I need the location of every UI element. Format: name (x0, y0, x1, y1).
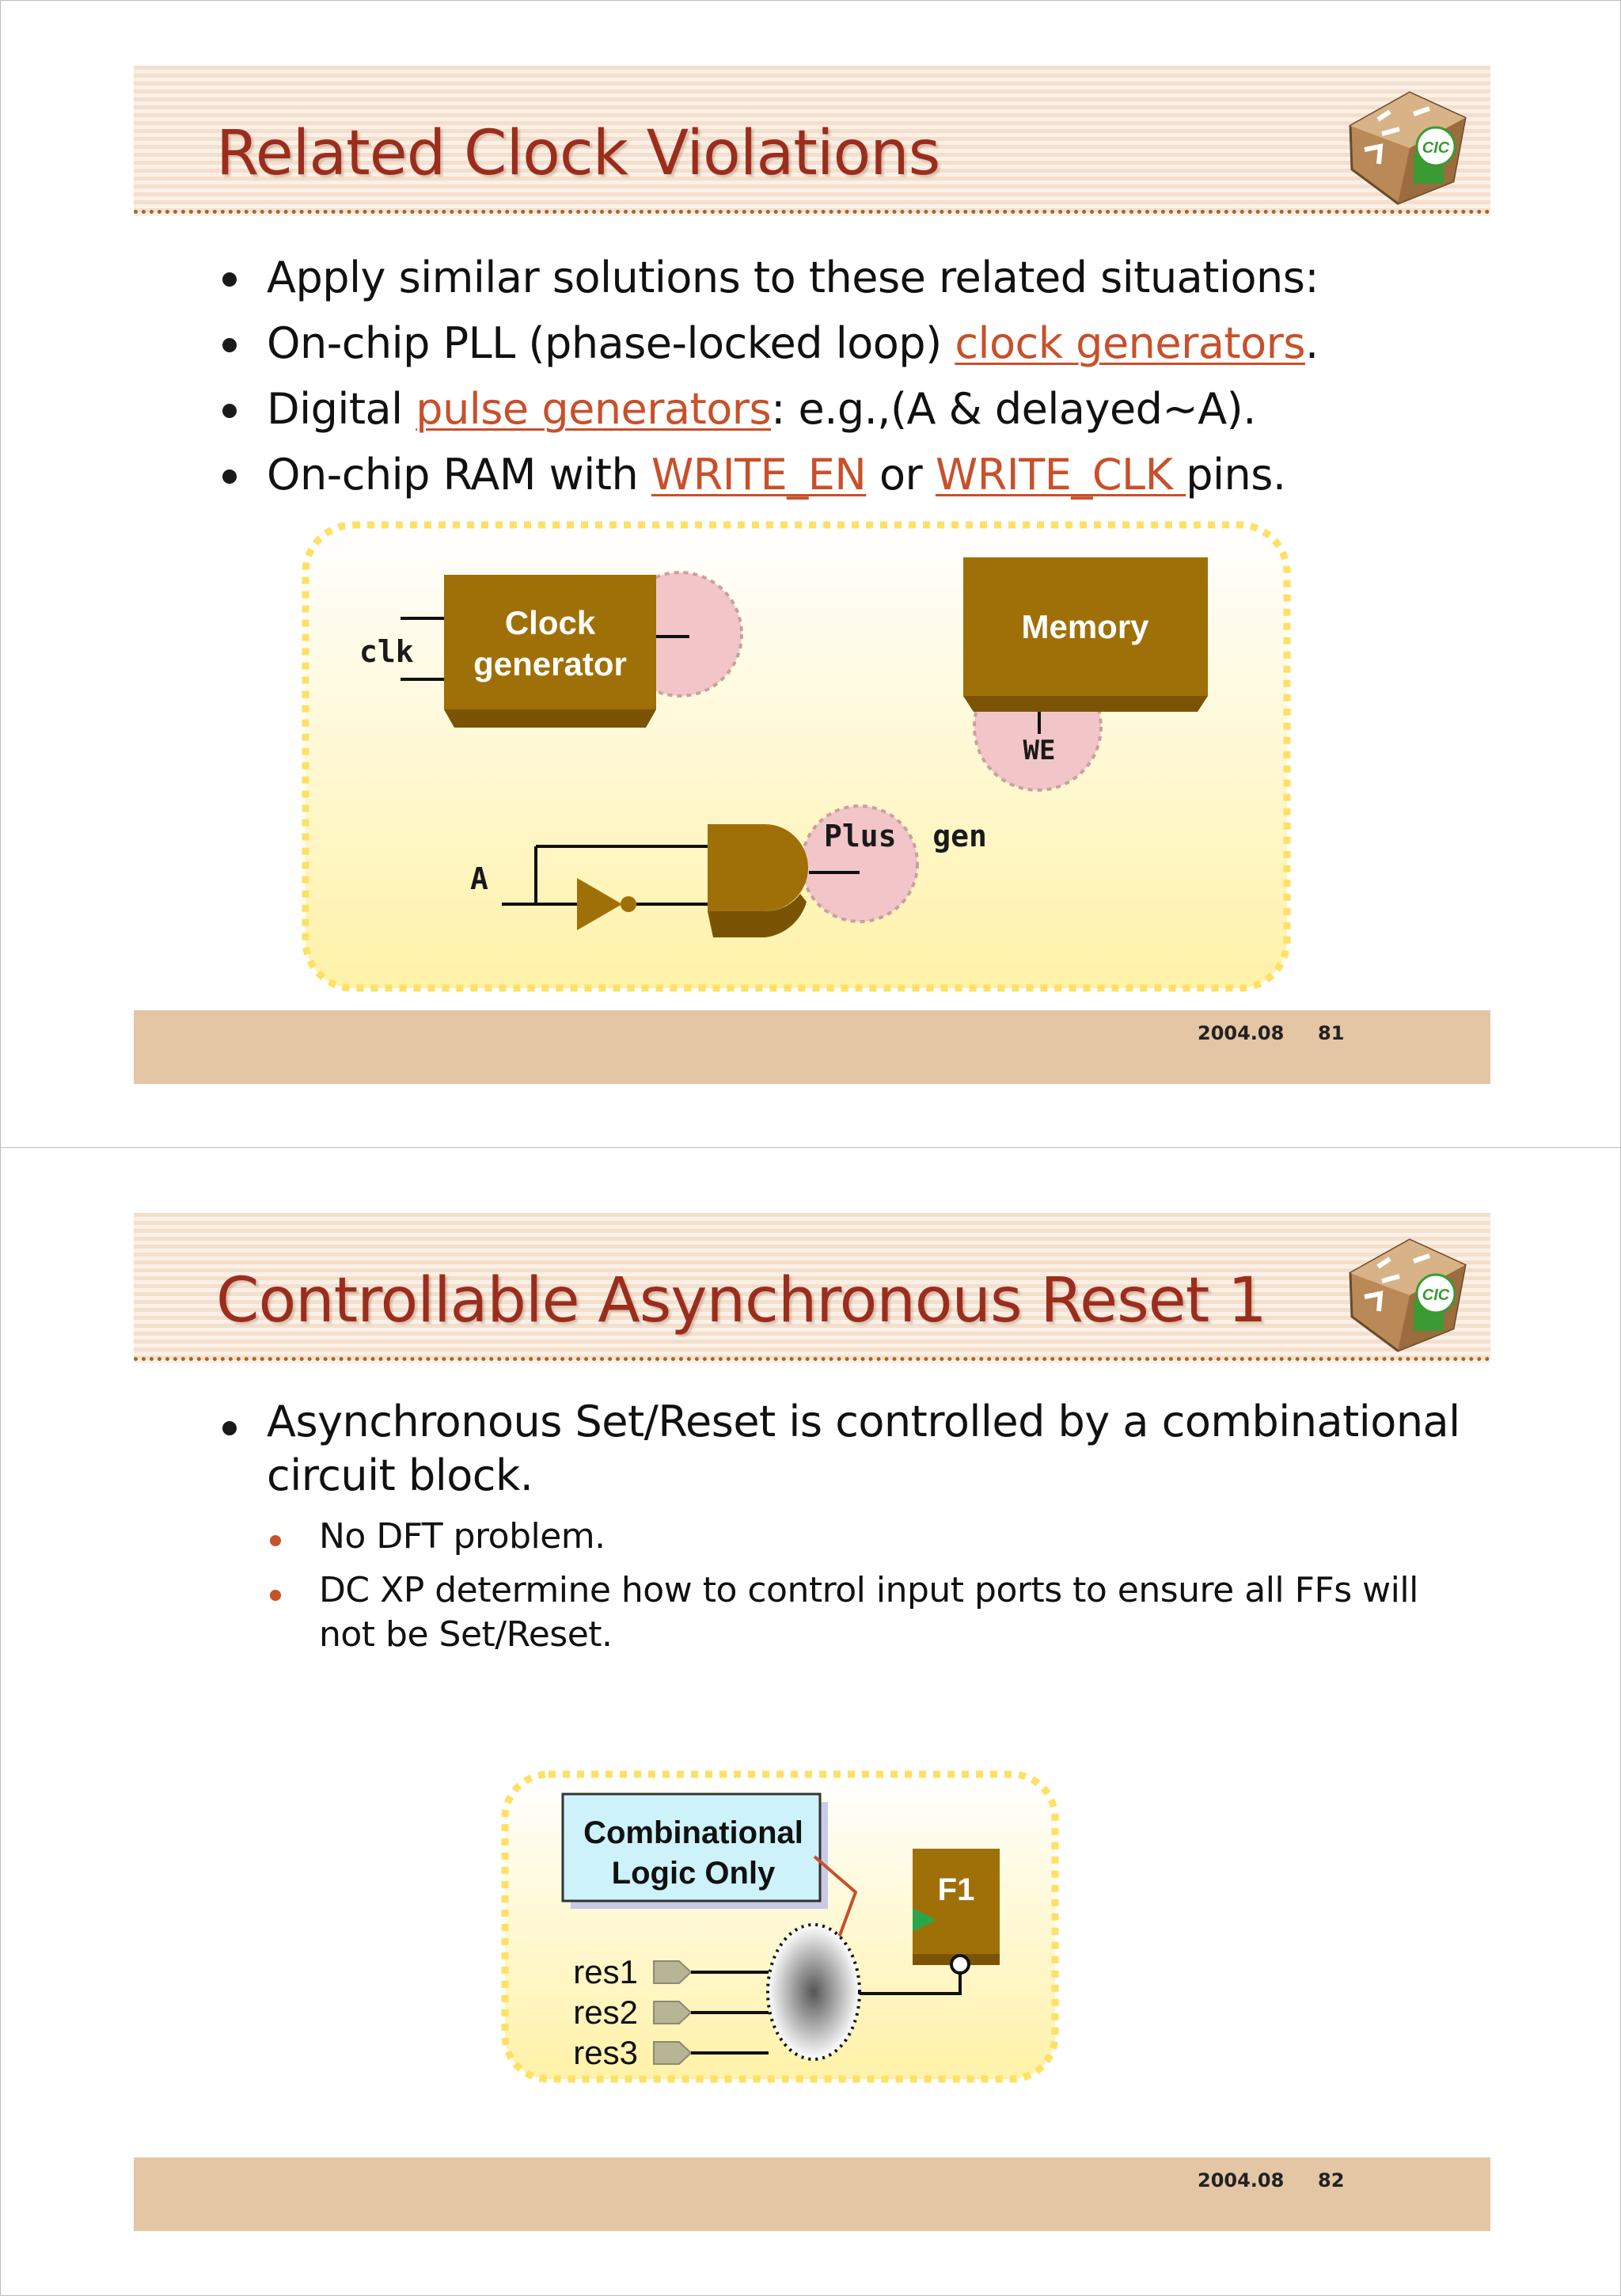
bullet-text-segment: . (1304, 318, 1319, 368)
title-band (134, 1213, 1490, 1363)
page-number: 81 (1318, 1022, 1345, 1044)
we-label: WE (1023, 735, 1056, 766)
title-divider (134, 210, 1490, 214)
reset-pin-icon (950, 1954, 970, 1975)
slide-page-82: Controllable Asynchronous Reset 1 CIC As… (0, 1147, 1621, 2296)
input-port-icon (653, 1960, 693, 1984)
bullet-text-segment: Digital (267, 384, 416, 434)
ff-label: F1 (938, 1872, 975, 1907)
subbullet-text: No DFT problem. (319, 1516, 606, 1557)
combinational-logic-blob (766, 1923, 861, 2061)
bullet-text: On-chip PLL (phase-locked loop) clock ge… (267, 318, 1319, 368)
bullet-text: On-chip RAM with WRITE_EN or WRITE_CLK p… (267, 450, 1286, 500)
bullet-text-segment: On-chip RAM with (267, 450, 651, 500)
logo-text: CIC (1422, 1287, 1450, 1304)
callout-text: Combinational (583, 1815, 803, 1850)
page-number: 82 (1318, 2169, 1345, 2191)
title-band (134, 66, 1490, 216)
input-label: res3 (573, 2034, 638, 2071)
subbullet-dot (270, 1535, 281, 1546)
memory-block (963, 557, 1208, 712)
input-label: res2 (573, 1994, 638, 2031)
flip-flop-f1 (913, 1849, 1000, 1965)
title-divider (134, 1357, 1490, 1361)
bullet-text-segment: or (866, 450, 936, 500)
subbullet-text: DC XP determine how to control input por… (319, 1570, 1418, 1610)
and-gate (708, 824, 808, 911)
bullet-text-segment: pins. (1186, 450, 1286, 500)
clock-generator-label: Clock (505, 604, 596, 641)
bullet-dot (222, 338, 237, 352)
pulse-generators-link[interactable]: pulse generators (416, 384, 772, 434)
inverter-gate (577, 878, 622, 930)
clock-generator-block (444, 575, 656, 728)
clock-violations-diagram: Clock generator clk Memory WE A Plus gen (302, 521, 1291, 992)
bullet-text: Apply similar solutions to these related… (267, 253, 1319, 302)
bullet-text: circuit block. (267, 1450, 533, 1500)
bullet-text-segment: : e.g.,(A & delayed~A). (771, 384, 1256, 434)
footer-date: 2004.08 (1198, 2169, 1285, 2191)
slide-title: Related Clock Violations (216, 118, 940, 189)
subbullet-dot (270, 1590, 281, 1601)
input-label: res1 (573, 1953, 638, 1990)
callout-text: Logic Only (612, 1856, 776, 1891)
input-port-icon (653, 2001, 693, 2024)
a-label: A (470, 861, 488, 896)
bullet-text-segment: On-chip PLL (phase-locked loop) (267, 318, 955, 368)
footer-band (134, 1010, 1490, 1084)
combinational-logic-callout (561, 1792, 822, 1903)
write-en-link[interactable]: WRITE_EN (651, 450, 867, 500)
memory-label: Memory (1021, 608, 1149, 645)
async-reset-diagram: Combinational Logic Only res1 res2 res3 … (501, 1770, 1059, 2083)
write-clk-link[interactable]: WRITE_CLK (935, 450, 1186, 500)
bullet-dot (222, 469, 237, 484)
slide-title: Controllable Asynchronous Reset 1 (216, 1265, 1267, 1336)
input-port-icon (653, 2041, 693, 2065)
plus-gen-label: Plus gen (824, 819, 987, 853)
clock-input-triangle (913, 1908, 936, 1932)
bullet-text: Digital pulse generators: e.g.,(A & dela… (267, 384, 1256, 434)
footer-date: 2004.08 (1198, 1022, 1285, 1044)
slide-page-81: Related Clock Violations CIC Apply simil… (0, 0, 1621, 1149)
cic-logo-icon: CIC (1349, 1238, 1467, 1352)
bullet-text: Asynchronous Set/Reset is controlled by … (267, 1397, 1460, 1446)
footer-band (134, 2157, 1490, 2231)
cic-logo-icon: CIC (1349, 91, 1467, 205)
bullet-dot (222, 404, 237, 418)
bullet-dot (222, 1421, 237, 1435)
clock-generator-label: generator (473, 645, 627, 682)
clock-generators-link[interactable]: clock generators (955, 318, 1305, 368)
logo-text: CIC (1422, 139, 1450, 157)
subbullet-text: not be Set/Reset. (319, 1614, 613, 1655)
clk-label: clk (359, 634, 414, 669)
bullet-dot (222, 272, 237, 287)
